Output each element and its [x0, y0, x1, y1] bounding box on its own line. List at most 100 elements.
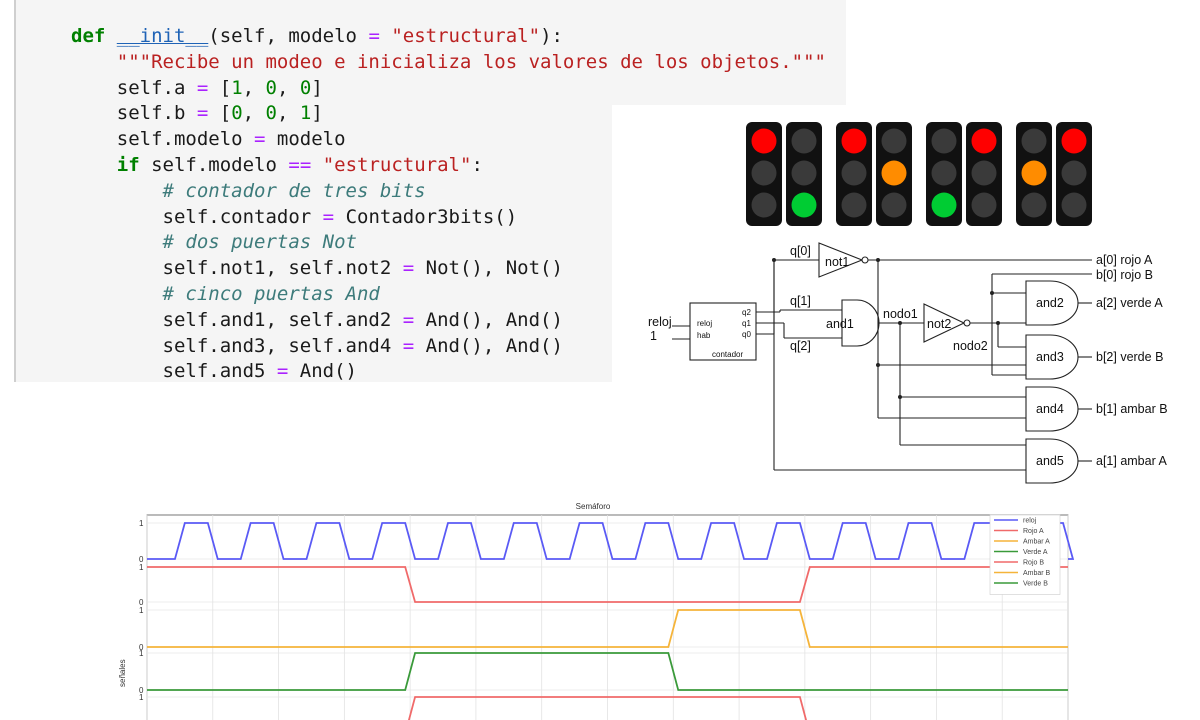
- code-line: self.b = [0, 0, 1]: [71, 101, 826, 127]
- code-token: =: [322, 205, 335, 228]
- traffic-light-logic-diagram: reloj 1 reloj hab q2 q1 q0 contador q[0]…: [612, 105, 1200, 485]
- not1-label: not1: [825, 255, 849, 269]
- code-line: self.and3, self.and4 = And(), And(): [71, 334, 826, 360]
- chart-y-tick-label: 0: [139, 686, 144, 695]
- code-token: =: [276, 360, 289, 383]
- traffic-lamp: [931, 192, 957, 218]
- circuit-junctions: [772, 258, 1000, 399]
- code-token: ==: [288, 153, 312, 176]
- code-token: Not(), Not(): [414, 257, 563, 280]
- output-b0-label: b[0] rojo B: [1096, 268, 1153, 282]
- code-token: ):: [540, 25, 563, 47]
- code-token: =: [196, 102, 209, 125]
- chart-legend-label: reloj: [1023, 518, 1037, 525]
- chart-legend-label: Verde A: [1023, 549, 1048, 556]
- chart-series-line: [147, 609, 1068, 648]
- code-token: ,: [242, 76, 266, 99]
- chart-series-line: [147, 566, 1068, 603]
- code-token: And(): [288, 360, 357, 383]
- not2-gate: [923, 303, 966, 343]
- traffic-lamp: [1061, 192, 1087, 218]
- code-token: ,: [242, 102, 266, 125]
- chart-series-line: [147, 522, 1075, 560]
- code-token: self.and1, self.and2: [71, 308, 403, 331]
- code-token: "estructural": [391, 25, 541, 47]
- code-token: if: [116, 153, 140, 176]
- code-token: 0: [299, 76, 312, 99]
- chart-legend-label: Ambar B: [1023, 570, 1051, 577]
- circuit: [672, 242, 1092, 484]
- code-line: self.a = [1, 0, 0]: [71, 76, 826, 102]
- code-line: self.and1, self.and2 = And(), And(): [71, 308, 826, 334]
- code-token: 0: [265, 102, 277, 125]
- chart-y-tick-label: 1: [139, 606, 144, 615]
- traffic-lamp: [791, 160, 817, 186]
- code-token: [71, 283, 163, 305]
- traffic-lamp: [971, 128, 997, 154]
- q1-label: q[1]: [790, 294, 811, 308]
- chart-legend-label: Ambar A: [1023, 539, 1050, 546]
- code-token: ]: [311, 76, 323, 99]
- traffic-lamp: [1061, 160, 1087, 186]
- traffic-lamp: [841, 160, 867, 186]
- nodo1-label: nodo1: [883, 307, 918, 321]
- code-token: 0: [265, 76, 277, 99]
- code-token: =: [368, 25, 380, 47]
- and1-label: and1: [826, 317, 854, 331]
- code-token: ]: [311, 102, 323, 125]
- traffic-lamp: [791, 192, 817, 218]
- code-token: def: [71, 25, 117, 47]
- diagram-canvas: reloj 1 reloj hab q2 q1 q0 contador q[0]…: [648, 122, 1168, 484]
- code-token: "estructural": [322, 153, 472, 176]
- traffic-lamp: [881, 192, 907, 218]
- code-token: ,: [276, 76, 300, 99]
- code-token: self.modelo: [139, 153, 289, 176]
- code-token: self.not1, self.not2: [71, 257, 403, 280]
- code-token: """Recibe un modeo e inicializa los valo…: [116, 50, 826, 73]
- code-token: self.a: [71, 76, 197, 99]
- code-token: 1: [299, 102, 312, 125]
- code-line: # contador de tres bits: [71, 179, 826, 205]
- code-token: self.b: [71, 102, 197, 125]
- code-token: ,: [276, 102, 300, 125]
- not2-label: not2: [927, 317, 951, 331]
- traffic-light-states: [746, 122, 1092, 226]
- code-token: [: [208, 102, 232, 125]
- code-token: Contador3bits(): [334, 205, 518, 228]
- traffic-lamp: [881, 128, 907, 154]
- chart-y-tick-label: 1: [139, 519, 144, 528]
- chart-series: [147, 522, 1075, 720]
- and5-gate: [1025, 438, 1079, 484]
- output-b1-label: b[1] ambar B: [1096, 402, 1168, 416]
- reloj-label: reloj: [648, 315, 672, 329]
- one-label: 1: [650, 329, 657, 343]
- traffic-lamp: [1061, 128, 1087, 154]
- chart-legend-box: [989, 514, 1061, 595]
- code-line: # dos puertas Not: [71, 230, 826, 256]
- traffic-lamp: [1021, 192, 1047, 218]
- code-line: self.contador = Contador3bits(): [71, 205, 826, 231]
- traffic-lamp: [841, 192, 867, 218]
- traffic-lamp: [791, 128, 817, 154]
- traffic-lamp: [751, 128, 777, 154]
- code-token: modelo: [265, 128, 346, 151]
- traffic-lamp: [751, 160, 777, 186]
- code-line: """Recibe un modeo e inicializa los valo…: [71, 50, 826, 76]
- q0-label: q[0]: [790, 244, 811, 258]
- code-token: self.and3, self.and4: [71, 334, 403, 357]
- and4-gate: [1025, 386, 1079, 432]
- code-token: [71, 154, 117, 176]
- code-token: And(), And(): [414, 308, 563, 331]
- output-a1-label: a[1] ambar A: [1096, 454, 1168, 468]
- code-token: (self, modelo: [208, 25, 369, 47]
- traffic-lamp: [971, 192, 997, 218]
- counter-q1-label: q1: [742, 319, 751, 328]
- code-token: 1: [231, 76, 243, 99]
- code-token: # cinco puertas And: [162, 282, 380, 305]
- traffic-lamp: [931, 128, 957, 154]
- python-code-block: def __init__(self, modelo = "estructural…: [71, 24, 826, 385]
- q2-label: q[2]: [790, 339, 811, 353]
- chart-ylabel: señales: [118, 659, 127, 687]
- chart-y-tick-label: 1: [139, 563, 144, 572]
